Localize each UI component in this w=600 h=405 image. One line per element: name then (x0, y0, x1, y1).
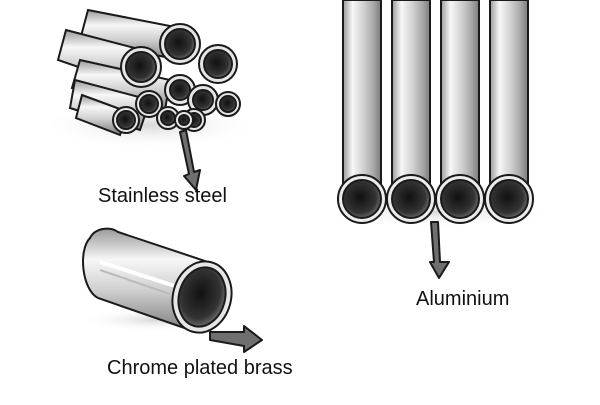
aluminium-tubes-icon (325, 0, 555, 228)
stainless-steel-tube-bundle-icon (40, 8, 260, 150)
label-stainless-steel: Stainless steel (98, 185, 227, 207)
aluminium-arrow-icon (429, 221, 450, 279)
chrome-brass-arrow-icon (209, 325, 263, 353)
chrome-brass-tube-icon (75, 227, 235, 334)
label-aluminium: Aluminium (416, 288, 510, 310)
stainless-steel-arrow-icon (179, 129, 201, 191)
label-chrome-plated-brass: Chrome plated brass (107, 357, 293, 379)
